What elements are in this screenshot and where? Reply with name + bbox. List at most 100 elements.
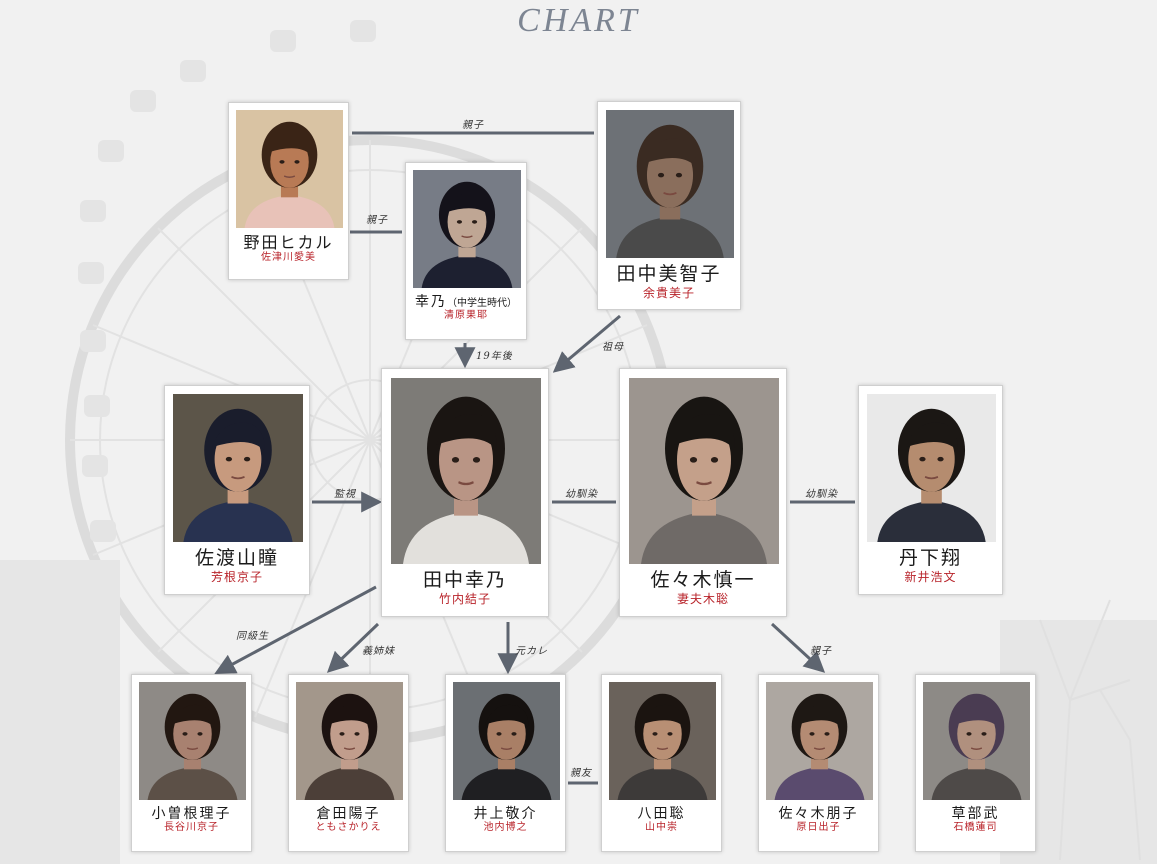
- character-photo: [139, 682, 246, 800]
- relation-line-r9: [326, 622, 380, 673]
- character-name-text: 丹下翔: [898, 547, 962, 569]
- character-photo: [173, 394, 303, 542]
- character-name: 田中幸乃: [382, 569, 548, 592]
- character-caption: 田中美智子余貴美子: [598, 263, 740, 301]
- portrait-illustration: [453, 682, 560, 800]
- relation-label-r8: 同級生: [236, 631, 269, 642]
- character-card-hikaru[interactable]: 野田ヒカル佐津川愛美: [228, 102, 349, 280]
- character-name-text: 小曽根理子: [151, 806, 232, 822]
- relation-line-r8: [214, 585, 377, 674]
- actor-name: 竹内結子: [438, 591, 491, 606]
- portrait-illustration: [867, 394, 996, 542]
- character-caption: 幸乃（中学生時代）清原果耶: [406, 294, 526, 323]
- character-caption: 佐々木慎一妻夫木聡: [620, 569, 786, 607]
- portrait-illustration: [173, 394, 303, 542]
- character-photo: [606, 110, 734, 258]
- portrait-illustration: [236, 110, 343, 228]
- character-photo: [236, 110, 343, 228]
- character-photo: [296, 682, 403, 800]
- character-card-yukino_j[interactable]: 幸乃（中学生時代）清原果耶: [405, 162, 527, 340]
- relation-label-r6: 幼馴染: [565, 489, 598, 500]
- actor-name: 余貴美子: [642, 285, 695, 300]
- character-name-text: 田中美智子: [616, 263, 722, 285]
- actor-name: ともさかりえ: [315, 822, 382, 834]
- character-name-text: 佐々木慎一: [650, 569, 756, 591]
- character-name: 井上敬介: [446, 806, 565, 822]
- character-caption: 井上敬介池内博之: [446, 806, 565, 835]
- character-card-watarai[interactable]: 佐渡山瞳芳根京子: [164, 385, 310, 595]
- relation-label-r12: 親友: [570, 768, 592, 779]
- character-photo: [923, 682, 1030, 800]
- character-name-note: （中学生時代）: [447, 298, 517, 309]
- character-name: 佐々木慎一: [620, 569, 786, 592]
- relation-label-r4: 祖母: [602, 342, 624, 353]
- character-card-yoko[interactable]: 倉田陽子ともさかりえ: [288, 674, 409, 852]
- character-caption: 草部武石橋蓮司: [916, 806, 1035, 835]
- actor-name: 新井浩文: [904, 569, 957, 584]
- character-caption: 田中幸乃竹内結子: [382, 569, 548, 607]
- character-name-text: 草部武: [951, 806, 1000, 822]
- relation-label-r10: 元カレ: [515, 646, 548, 657]
- portrait-illustration: [766, 682, 873, 800]
- portrait-illustration: [413, 170, 521, 288]
- actor-name: 長谷川京子: [164, 822, 219, 834]
- portrait-illustration: [391, 378, 541, 564]
- character-photo: [629, 378, 779, 564]
- character-photo: [609, 682, 716, 800]
- character-name-text: 田中幸乃: [422, 569, 507, 591]
- character-name: 幸乃（中学生時代）: [406, 294, 526, 310]
- relation-label-r9: 義姉妹: [362, 646, 395, 657]
- character-card-riko[interactable]: 小曽根理子長谷川京子: [131, 674, 252, 852]
- character-name-text: 八田聡: [637, 806, 686, 822]
- chart-title: CHART: [517, 2, 640, 39]
- portrait-illustration: [296, 682, 403, 800]
- character-photo: [766, 682, 873, 800]
- character-name: 佐渡山瞳: [165, 547, 309, 570]
- relation-label-r1: 親子: [462, 120, 484, 131]
- character-card-shinichi[interactable]: 佐々木慎一妻夫木聡: [619, 368, 787, 617]
- relation-line-r4: [552, 314, 621, 373]
- character-card-kusakabe[interactable]: 草部武石橋蓮司: [915, 674, 1036, 852]
- actor-name: 池内博之: [483, 822, 528, 834]
- actor-name: 石橋蓮司: [953, 822, 998, 834]
- character-caption: 倉田陽子ともさかりえ: [289, 806, 408, 835]
- character-name: 丹下翔: [859, 547, 1002, 570]
- portrait-illustration: [629, 378, 779, 564]
- character-name: 倉田陽子: [289, 806, 408, 822]
- character-photo: [453, 682, 560, 800]
- character-name-text: 倉田陽子: [316, 806, 381, 822]
- character-name: 小曽根理子: [132, 806, 251, 822]
- character-card-keisuke[interactable]: 井上敬介池内博之: [445, 674, 566, 852]
- portrait-illustration: [606, 110, 734, 258]
- character-photo: [867, 394, 996, 542]
- character-name: 草部武: [916, 806, 1035, 822]
- character-card-michiko[interactable]: 田中美智子余貴美子: [597, 101, 741, 310]
- portrait-illustration: [923, 682, 1030, 800]
- character-photo: [413, 170, 521, 288]
- actor-name: 芳根京子: [210, 569, 263, 584]
- character-card-yukino[interactable]: 田中幸乃竹内結子: [381, 368, 549, 617]
- relation-label-r2: 親子: [366, 215, 388, 226]
- character-caption: 八田聡山中崇: [602, 806, 721, 835]
- relation-label-r3: 19年後: [476, 351, 513, 362]
- portrait-illustration: [139, 682, 246, 800]
- actor-name: 佐津川愛美: [261, 252, 316, 264]
- character-name-text: 幸乃: [415, 294, 447, 310]
- character-caption: 野田ヒカル佐津川愛美: [229, 233, 348, 265]
- character-card-sho[interactable]: 丹下翔新井浩文: [858, 385, 1003, 595]
- character-caption: 小曽根理子長谷川京子: [132, 806, 251, 835]
- actor-name: 山中崇: [645, 822, 678, 834]
- character-name-text: 佐渡山瞳: [194, 547, 279, 569]
- character-name-text: 野田ヒカル: [243, 233, 334, 252]
- character-photo: [391, 378, 541, 564]
- portrait-illustration: [609, 682, 716, 800]
- character-name: 八田聡: [602, 806, 721, 822]
- relation-label-r11: 親子: [810, 646, 832, 657]
- character-name: 野田ヒカル: [229, 233, 348, 252]
- character-caption: 丹下翔新井浩文: [859, 547, 1002, 585]
- relation-label-r7: 幼馴染: [805, 489, 838, 500]
- character-card-tomoko[interactable]: 佐々木朋子原日出子: [758, 674, 879, 852]
- character-card-satoshi[interactable]: 八田聡山中崇: [601, 674, 722, 852]
- character-name-text: 井上敬介: [473, 806, 538, 822]
